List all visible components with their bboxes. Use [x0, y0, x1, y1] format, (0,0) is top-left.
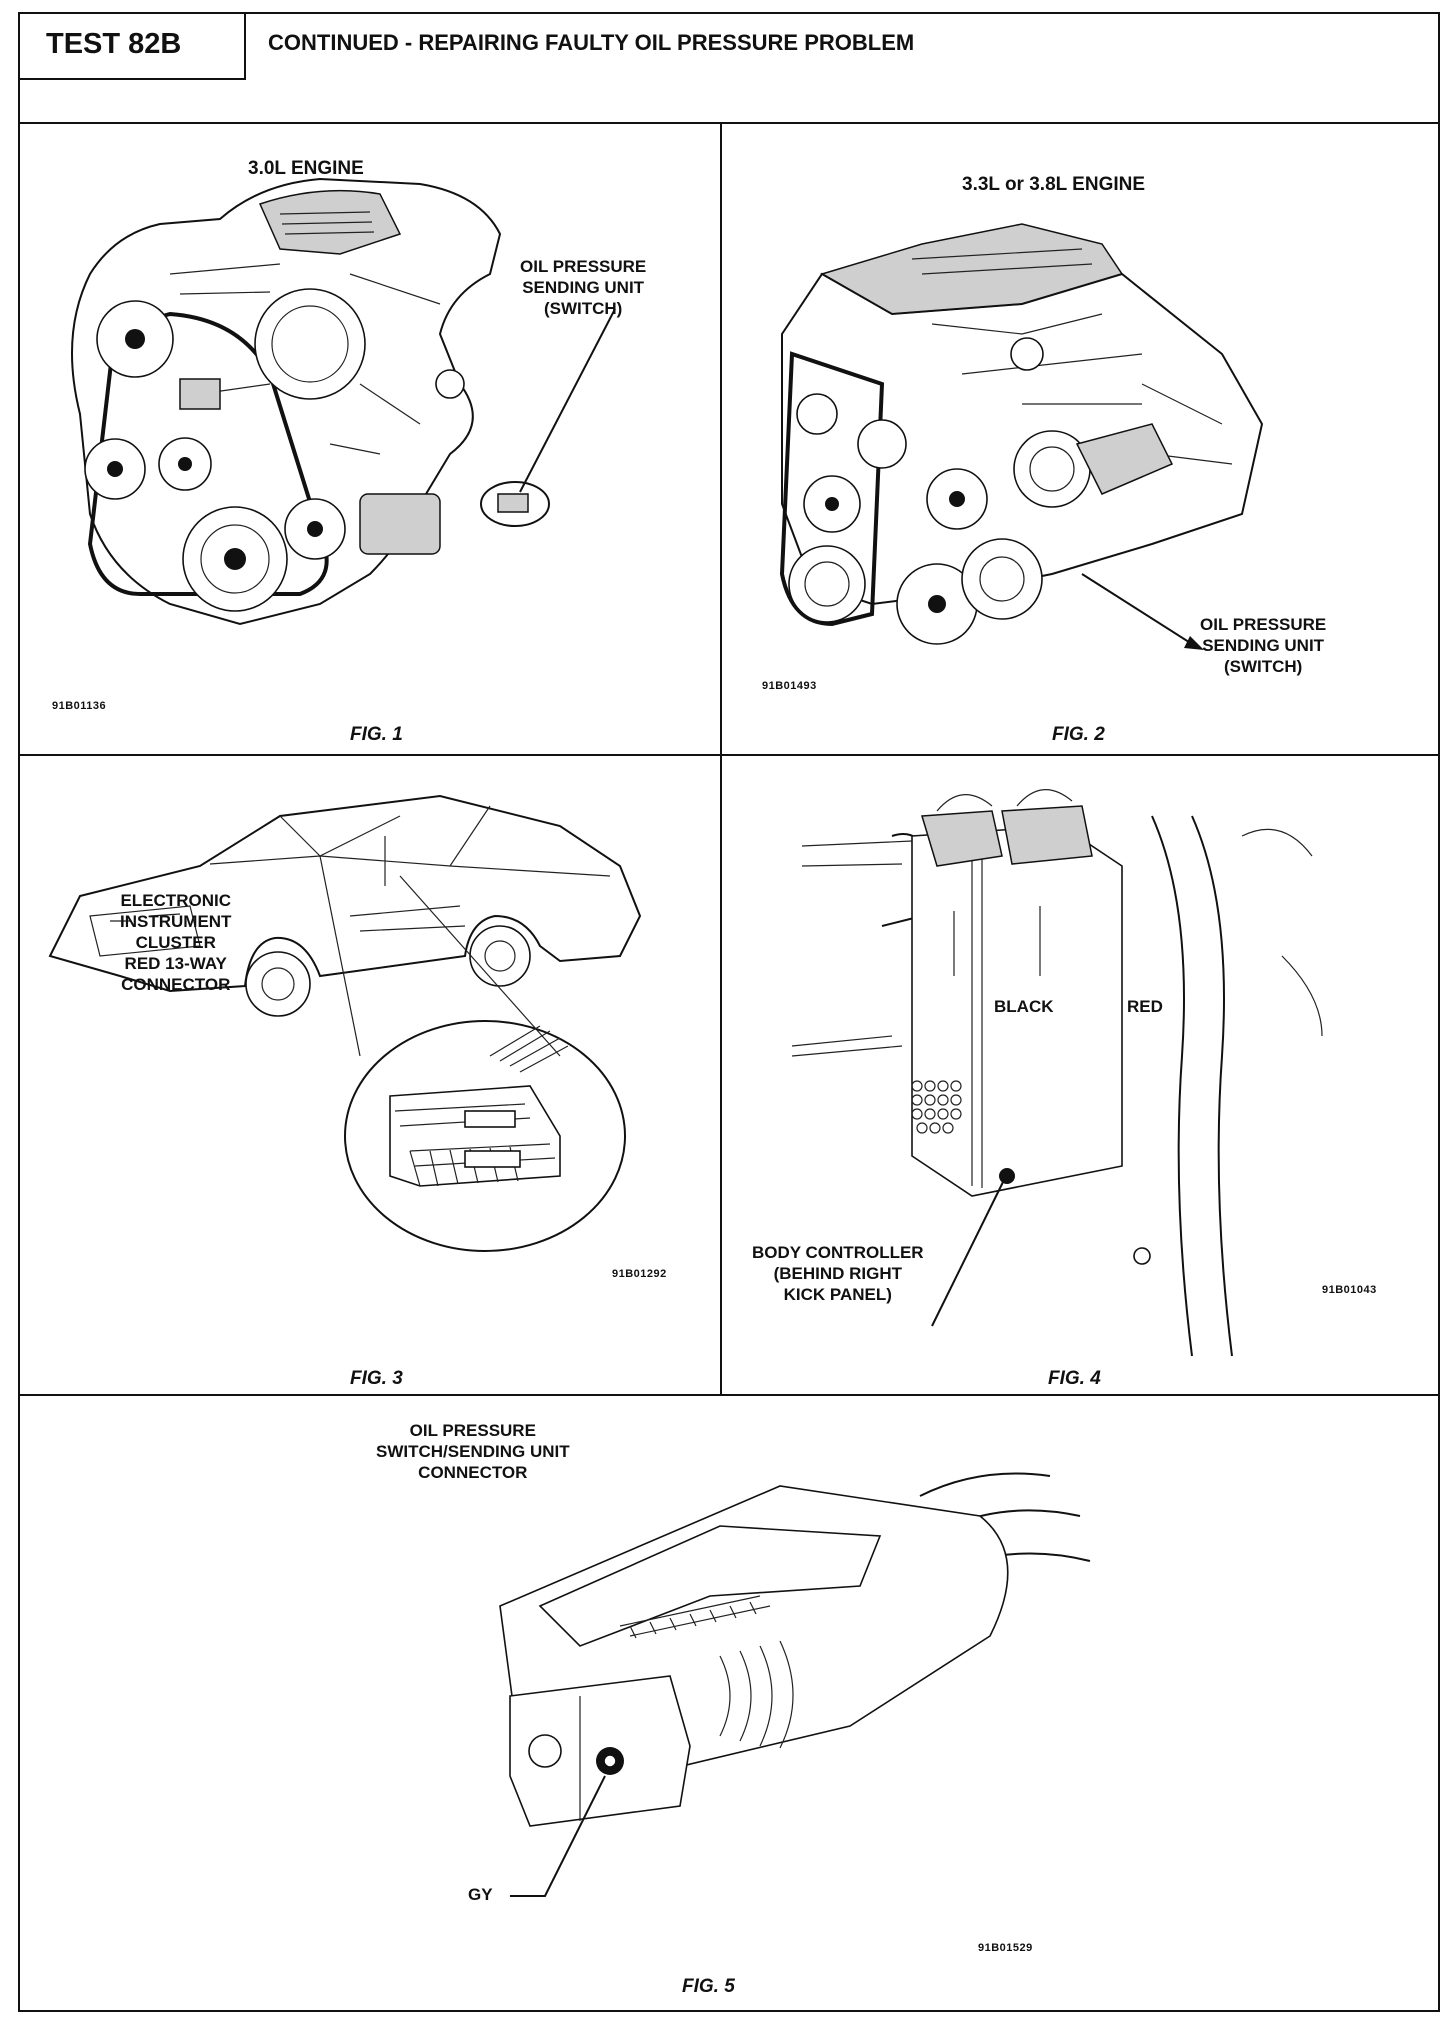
- red-connector-label: RED: [1127, 997, 1163, 1016]
- figure-2-code: 91B01493: [762, 680, 817, 692]
- callout-line: CLUSTER: [135, 933, 216, 952]
- callout-line: SENDING UNIT: [1202, 636, 1325, 655]
- callout-line: BODY CONTROLLER: [752, 1243, 924, 1262]
- figure-4-caption: FIG. 4: [1048, 1368, 1101, 1389]
- figure-3-code: 91B01292: [612, 1268, 667, 1280]
- figure-2-panel: 3.3L or 3.8L ENGINE OIL PRESSU: [722, 124, 1438, 754]
- figure-4-panel: BLACK RED BODY CONTROLLER (BEHIND RIGHT …: [722, 756, 1438, 1394]
- oil-switch-connector-illustration: [499, 1472, 1091, 1897]
- callout-line: RED 13-WAY: [124, 954, 227, 973]
- engine-3-0l-illustration: [71, 177, 616, 626]
- callout-line: SENDING UNIT: [522, 278, 645, 297]
- vehicle-illustration: [48, 794, 642, 1252]
- figure-1-panel: 3.0L ENGINE OIL PRESSUR: [20, 124, 720, 754]
- callout-line: CONNECTOR: [418, 1463, 528, 1482]
- callout-line: (BEHIND RIGHT: [773, 1264, 903, 1283]
- figure-4-code: 91B01043: [1322, 1284, 1377, 1296]
- page-header: TEST 82B CONTINUED - REPAIRING FAULTY OI…: [20, 14, 1438, 80]
- grid-divider-horizontal: [20, 754, 1438, 756]
- body-controller-illustration: [791, 789, 1323, 1357]
- service-manual-page: TEST 82B CONTINUED - REPAIRING FAULTY OI…: [18, 12, 1440, 2012]
- figure-5-caption: FIG. 5: [682, 1976, 735, 1997]
- callout-line: OIL PRESSURE: [409, 1421, 536, 1440]
- callout-line: SWITCH/SENDING UNIT: [376, 1442, 570, 1461]
- latch-ribs: [629, 1601, 757, 1639]
- figure-2-heading: 3.3L or 3.8L ENGINE: [962, 174, 1146, 195]
- grid-divider-horizontal: [20, 1394, 1438, 1396]
- callout-line: (SWITCH): [543, 299, 623, 318]
- figure-1-heading: 3.0L ENGINE: [248, 158, 364, 179]
- figure-5-callout: OIL PRESSURE SWITCH/SENDING UNIT CONNECT…: [376, 1420, 570, 1483]
- figure-1-code: 91B01136: [52, 700, 107, 712]
- callout-line: (SWITCH): [1223, 657, 1303, 676]
- engine-3-3l-illustration: [779, 223, 1264, 650]
- figure-5-panel: OIL PRESSURE SWITCH/SENDING UNIT CONNECT…: [20, 1396, 1438, 2012]
- grid-divider-vertical: [720, 124, 722, 754]
- wire-color-label: GY: [468, 1885, 493, 1904]
- callout-line: KICK PANEL): [783, 1285, 892, 1304]
- callout-line: CONNECTOR: [121, 975, 231, 994]
- figure-1-callout: OIL PRESSURE SENDING UNIT (SWITCH): [520, 256, 646, 319]
- figure-2-callout: OIL PRESSURE SENDING UNIT (SWITCH): [1200, 614, 1326, 677]
- figure-5-code: 91B01529: [978, 1942, 1033, 1954]
- page-title: CONTINUED - REPAIRING FAULTY OIL PRESSUR…: [268, 30, 915, 55]
- grid-divider-vertical: [720, 754, 722, 1394]
- callout-line: OIL PRESSURE: [520, 257, 647, 276]
- figure-3-caption: FIG. 3: [350, 1368, 403, 1389]
- figure-3-panel: ELECTRONIC INSTRUMENT CLUSTER RED 13-WAY…: [20, 756, 720, 1394]
- figure-4-callout: BODY CONTROLLER (BEHIND RIGHT KICK PANEL…: [752, 1242, 924, 1305]
- test-number: TEST 82B: [20, 14, 246, 80]
- header-divider: [20, 80, 1438, 124]
- black-connector-label: BLACK: [994, 997, 1054, 1016]
- figure-3-callout: ELECTRONIC INSTRUMENT CLUSTER RED 13-WAY…: [120, 890, 231, 995]
- figure-1-caption: FIG. 1: [350, 724, 403, 745]
- callout-line: ELECTRONIC: [120, 891, 231, 910]
- vent-holes: [911, 1080, 962, 1134]
- callout-line: OIL PRESSURE: [1200, 615, 1327, 634]
- figure-2-caption: FIG. 2: [1052, 724, 1105, 745]
- callout-line: INSTRUMENT: [120, 912, 232, 931]
